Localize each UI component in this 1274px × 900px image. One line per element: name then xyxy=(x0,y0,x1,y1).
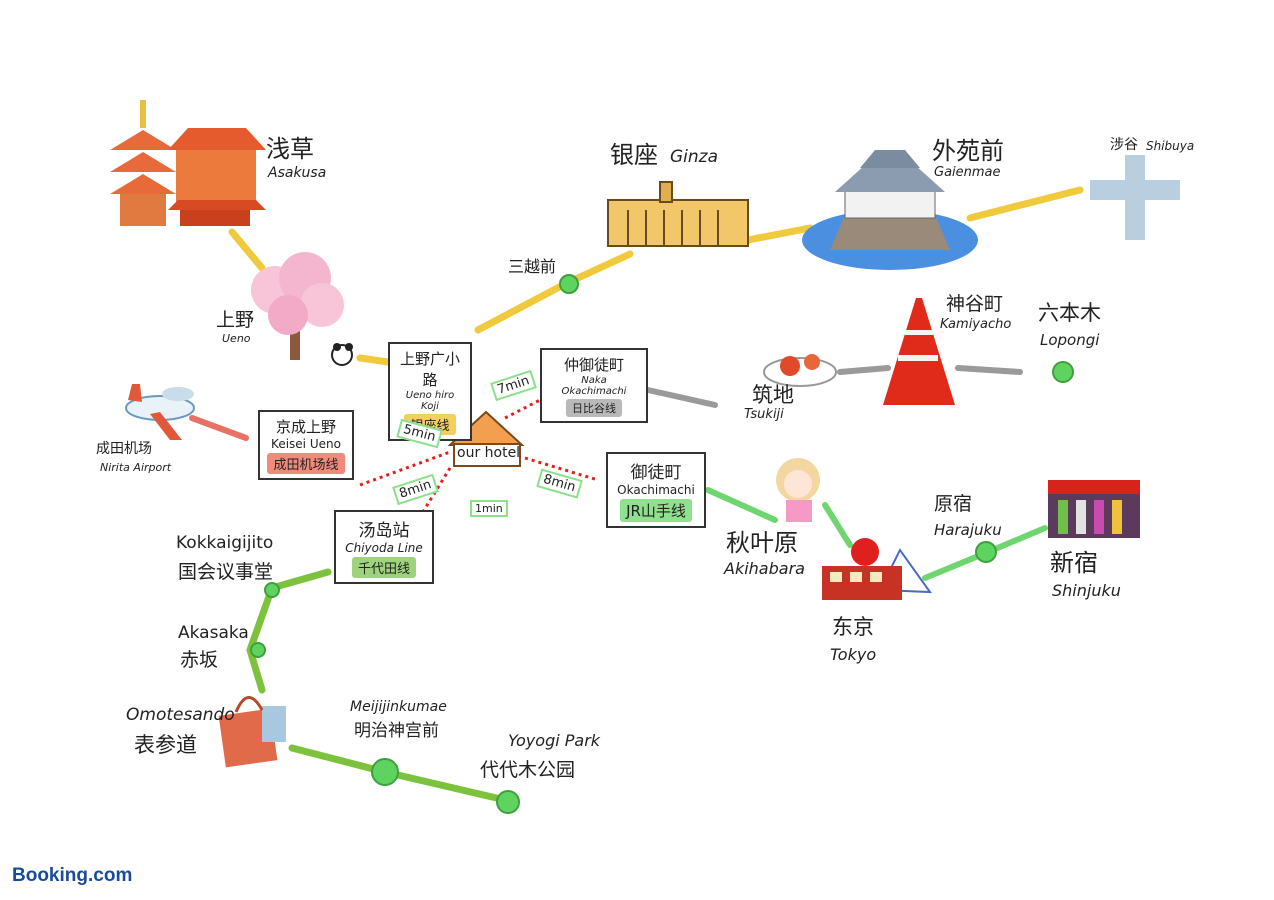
booking-logo: Booking.com xyxy=(12,865,133,886)
station-name-jp: 御徒町 xyxy=(630,463,682,483)
line-tag-chiyoda: 千代田线 xyxy=(351,557,416,578)
station-name-en: Chiyoda Line xyxy=(345,541,423,555)
station-box-okachimachi: 御徒町 Okachimachi JR山手线 xyxy=(606,452,706,528)
ueno-label-jp: 上野 xyxy=(216,309,255,331)
akihabara-anime-girl-illustration xyxy=(776,458,820,522)
akasaka-label-jp: 赤坂 xyxy=(180,649,219,671)
narita-line xyxy=(189,415,249,441)
ginza-label-en: Ginza xyxy=(670,147,719,167)
meijijingumae-label-jp: 明治神宫前 xyxy=(354,721,439,741)
shibuya-label-jp: 涉谷 xyxy=(1110,137,1138,153)
tokyo-label-en: Tokyo xyxy=(830,645,877,664)
omotesando-label-en: Omotesando xyxy=(126,705,235,725)
harajuku-label-en: Harajuku xyxy=(934,521,1002,539)
tokyo-train-illustration xyxy=(822,538,933,600)
kokkaigijido-label-jp: 国会议事堂 xyxy=(178,561,274,583)
station-name-en: Naka Okachimachi xyxy=(561,375,627,397)
station-name-jp: 上野广小路 xyxy=(399,350,460,389)
tokyo-tower-illustration xyxy=(883,298,955,405)
shibuya-crossing-illustration xyxy=(1090,155,1180,240)
akihabara-label-jp: 秋叶原 xyxy=(726,529,798,557)
roppongi-label-jp: 六本木 xyxy=(1038,301,1101,325)
hotel-label: our hotel xyxy=(457,445,521,461)
asakusa-temple-illustration xyxy=(110,100,266,226)
cherry-blossom-tree-illustration xyxy=(251,252,344,360)
station-name-jp: 京成上野 xyxy=(275,418,336,436)
akihabara-label-en: Akihabara xyxy=(724,559,805,578)
shibuya-label-en: Shibuya xyxy=(1146,139,1195,153)
station-name-jp: 仲御徒町 xyxy=(563,356,624,374)
kokkaigijido-label-en: Kokkaigijito xyxy=(176,533,274,553)
line-tag-jr-yamanote: JR山手线 xyxy=(620,499,692,522)
hibiya-line xyxy=(645,365,1023,408)
yoyogi-label-jp: 代代木公园 xyxy=(480,759,576,781)
yoyogi-label-en: Yoyogi Park xyxy=(508,731,601,750)
shinjuku-label-jp: 新宿 xyxy=(1050,549,1098,577)
station-name-en: Okachimachi xyxy=(617,483,695,497)
gaienmae-label-en: Gaienmae xyxy=(934,165,1001,180)
station-name-jp: 汤岛站 xyxy=(358,521,410,541)
ginza-label-jp: 银座 xyxy=(610,141,658,169)
tsukiji-label-en: Tsukiji xyxy=(744,407,784,422)
tsukiji-label-jp: 筑地 xyxy=(752,383,794,407)
tsukiji-seafood-illustration xyxy=(763,354,837,387)
narita-label-jp: 成田机场 xyxy=(96,441,152,457)
kamiyacho-label-en: Kamiyacho xyxy=(940,317,1012,332)
kamiyacho-label-jp: 神谷町 xyxy=(946,293,1004,315)
shinjuku-label-en: Shinjuku xyxy=(1052,581,1121,600)
narita-label-en: Nirita Airport xyxy=(100,461,172,474)
panda-icon xyxy=(331,343,353,366)
walk-time-short: 1min xyxy=(470,500,508,517)
omotesando-label-jp: 表参道 xyxy=(134,733,197,757)
akasaka-label-en: Akasaka xyxy=(178,623,249,643)
omotesando-shopping-bags-illustration xyxy=(218,696,286,768)
station-box-naka-okachimachi: 仲御徒町 Naka Okachimachi 日比谷线 xyxy=(540,348,648,423)
tokyo-label-jp: 东京 xyxy=(832,615,874,639)
asakusa-label-en: Asakusa xyxy=(268,165,327,181)
line-tag-narita: 成田机场线 xyxy=(267,453,345,474)
station-dots xyxy=(250,274,1074,814)
gaienmae-label-jp: 外苑前 xyxy=(932,137,1004,165)
ginza-building-illustration xyxy=(607,181,749,247)
station-box-yushima: 汤岛站 Chiyoda Line 千代田线 xyxy=(334,510,434,584)
ueno-label-en: Ueno xyxy=(222,332,251,345)
meijijingumae-label-en: Meijijinkumae xyxy=(350,699,447,715)
line-tag-hibiya: 日比谷线 xyxy=(566,399,622,417)
harajuku-label-jp: 原宿 xyxy=(934,493,973,515)
airplane-illustration xyxy=(125,384,195,440)
station-name-en: Keisei Ueno xyxy=(271,437,341,451)
mitsukoshimae-label: 三越前 xyxy=(508,257,557,276)
shinjuku-gate-illustration xyxy=(1048,480,1140,538)
asakusa-label-jp: 浅草 xyxy=(266,135,314,163)
station-box-keisei-ueno: 京成上野 Keisei Ueno 成田机场线 xyxy=(258,410,354,480)
gaienmae-castle-illustration xyxy=(802,150,978,270)
station-box-ueno-hirokoji: 上野广小路 Ueno hiro Koji 银座线 xyxy=(388,342,472,441)
roppongi-label-en: Lopongi xyxy=(1040,331,1100,349)
station-name-en: Ueno hiro Koji xyxy=(405,390,455,412)
